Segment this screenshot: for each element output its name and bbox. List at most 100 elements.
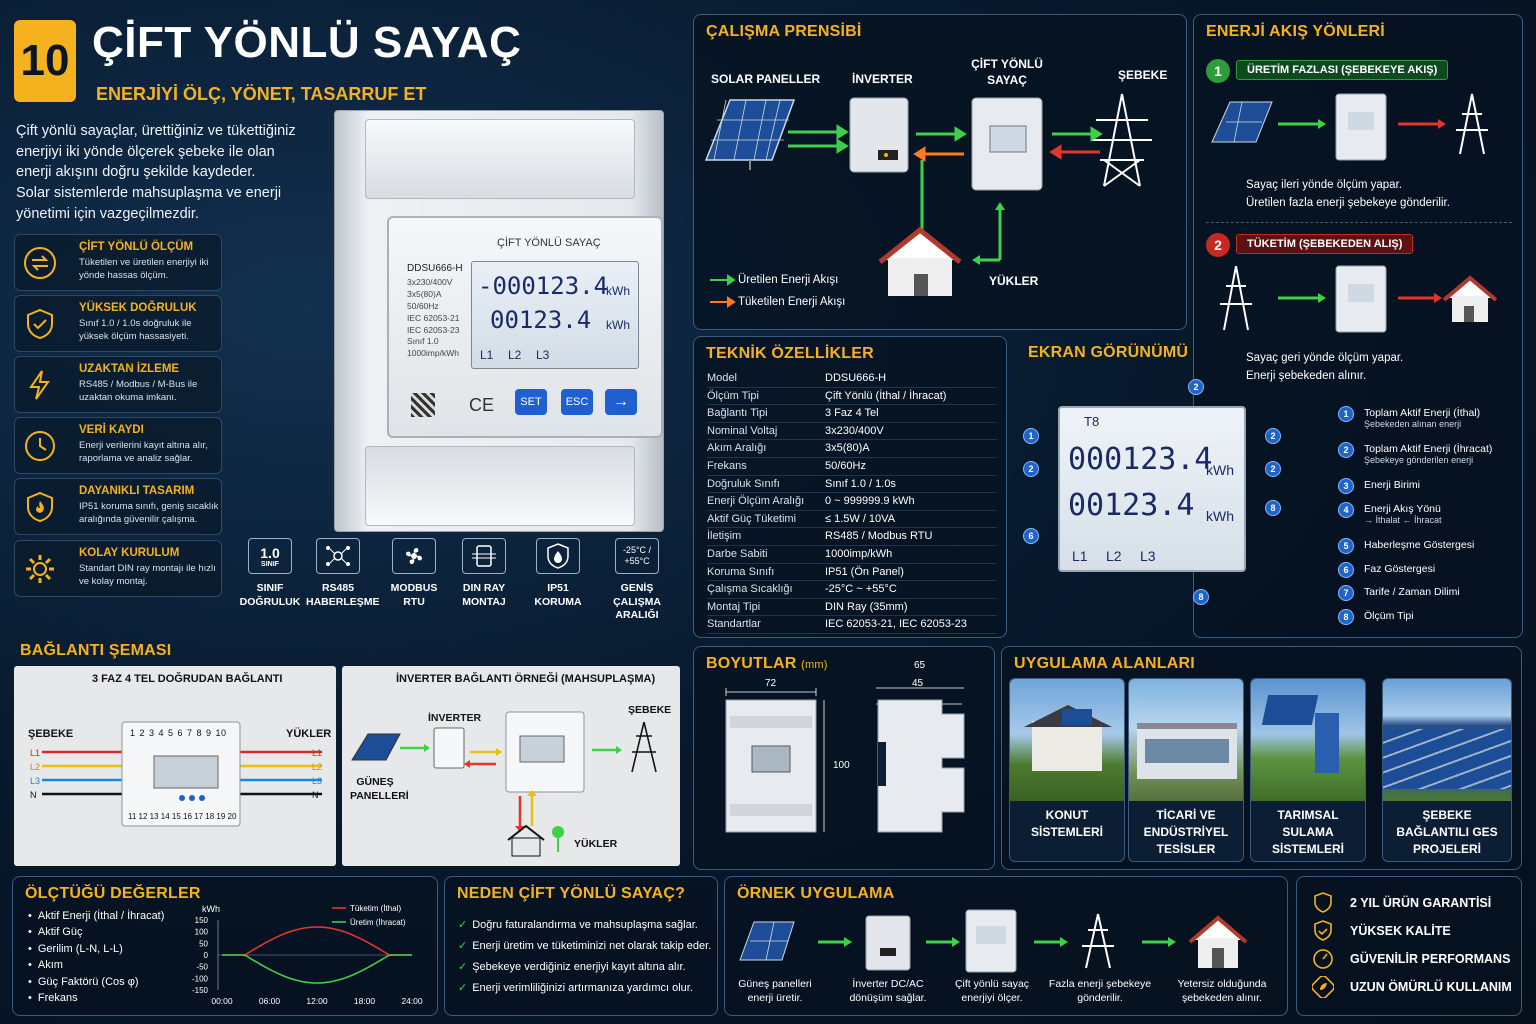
panel-display: EKRAN GÖRÜNÜMÜ [1012, 336, 1522, 638]
wiring-right-box: İNVERTER BAĞLANTI ÖRNEĞİ (MAHSUPLAŞMA) İ… [342, 666, 680, 866]
chip-label: GENİŞ ÇALIŞMA ARALIĞI [613, 582, 661, 622]
terminal-cover-bottom [365, 446, 635, 526]
legend-item: Enerji Akış Yönü→ İthalat ← İhracat [1364, 503, 1442, 525]
legend-text: Ölçüm Tipi [1364, 610, 1414, 622]
meter-lcd: -000123.4 kWh 00123.4 kWh L1 L2 L3 [471, 261, 639, 369]
spec-value: RS485 / Modbus RTU [825, 530, 933, 543]
residential-image [1010, 679, 1124, 801]
spec-value: ≤ 1.5W / 10VA [825, 512, 896, 525]
wiring-loads2-label: YÜKLER [574, 838, 618, 850]
terminal-cover-top [365, 119, 635, 199]
chip-label: MODBUS RTU [390, 582, 438, 608]
legend-item: Faz Göstergesi [1364, 563, 1435, 575]
spec-value: Sınıf 1.0 / 1.0s [825, 477, 896, 490]
lcd-line-2: 00123.4 [490, 306, 592, 334]
app-caption: TİCARİ VE ENDÜSTRİYEL TESİSLER [1143, 808, 1229, 856]
wiring-right-title: İNVERTER BAĞLANTI ÖRNEĞİ (MAHSUPLAŞMA) [396, 673, 656, 685]
intro-line: Çift yönlü sayaçlar, ürettiğiniz ve tüke… [16, 123, 296, 139]
app-caption: ŞEBEKE BAĞLANTILI GES PROJELERİ [1396, 808, 1498, 856]
production-arrows [788, 124, 1103, 154]
legend-text: Tarife / Zaman Dilimi [1364, 586, 1460, 598]
measured-title: ÖLÇTÜĞÜ DEĞERLER [25, 885, 201, 902]
flow2-desc-line: Enerji şebekeden alınır. [1246, 370, 1367, 383]
panel-wiring: BAĞLANTI ŞEMASI [10, 630, 688, 870]
bullet-dot: • [28, 992, 32, 1004]
line-label: L1 [312, 748, 323, 758]
lcd-marker: 2 [1265, 428, 1281, 444]
check-icon: ✓ [458, 961, 468, 973]
lcd-unit-1: kWh [606, 284, 630, 298]
feature-desc: IP51 koruma sınıfı, geniş sıcaklık aralı… [79, 501, 219, 525]
dim-height: 100 [833, 760, 850, 771]
label-grid: ŞEBEKE [1118, 68, 1168, 82]
meter-brand-label: ÇİFT YÖNLÜ SAYAÇ [497, 237, 601, 249]
spec-value: 1000imp/kWh [825, 548, 893, 560]
chart-legend-green: Üretim (İhracat) [350, 918, 406, 927]
legend-item: Enerji Birimi [1364, 479, 1420, 491]
chart-series-production [222, 954, 412, 984]
measured-item: • Aktif Enerji (İthal / İhracat) [28, 910, 164, 922]
feature-title: KOLAY KURULUM [79, 547, 180, 559]
bullet-dot: • [28, 910, 32, 922]
fan-icon [405, 547, 423, 565]
spec-value: IP51 (Ön Panel) [825, 565, 904, 578]
chart-legend-red: Tüketim (İthal) [350, 904, 401, 913]
legend-number: 6 [1338, 562, 1354, 578]
meter-spec: 50/60Hz [407, 300, 439, 311]
chart-ytick: 150 [195, 916, 209, 925]
spec-key: Akım Aralığı [707, 442, 767, 455]
measured-text: Aktif Enerji (İthal / İhracat) [37, 910, 165, 922]
app-card-residential: KONUT SİSTEMLERİ [1009, 678, 1125, 862]
app-caption: KONUT SİSTEMLERİ [1030, 808, 1103, 839]
chip-din: DIN RAY MONTAJ [452, 538, 516, 609]
intro-text: Çift yönlü sayaçlar, ürettiğiniz ve tüke… [16, 121, 296, 225]
why-text: Doğru faturalandırma ve mahsuplaşma sağl… [472, 919, 698, 931]
next-button[interactable]: → [605, 389, 637, 415]
shield-check-icon [27, 308, 53, 340]
display-unit-2: kWh [1206, 508, 1234, 524]
measured-text: Aktif Güç [37, 926, 83, 939]
spec-key: Ölçüm Tipi [707, 389, 759, 402]
example-step: İnverter DC/AC dönüşüm sağlar. [849, 978, 927, 1005]
bidirectional-arrows-icon [24, 247, 56, 279]
dims-title-text: BOYUTLAR [706, 655, 797, 672]
feature-card-logging: VERİ KAYDI Enerji verilerini kayıt altın… [14, 417, 222, 474]
line-label: L2 [30, 762, 41, 772]
spec-value: Çift Yönlü (İthal / İhracat) [825, 389, 947, 402]
feature-title: UZAKTAN İZLEME [79, 363, 180, 375]
why-item: ✓Şebekeye verdiğiniz enerjiyi kayıt altı… [458, 960, 686, 973]
dims-title: BOYUTLAR (mm) [706, 655, 828, 673]
legend-number: 2 [1338, 442, 1354, 458]
spec-key: Enerji Ölçüm Aralığı [707, 495, 805, 508]
set-button[interactable]: SET [515, 389, 547, 415]
legend-subtext: Şebekeye gönderilen enerji [1364, 455, 1474, 465]
meter-spec: 1000imp/kWh [407, 348, 459, 359]
display-lcd: T8 000123.4 kWh 00123.4 kWh L1 L2 L3 [1058, 406, 1246, 572]
example-title: ÖRNEK UYGULAMA [737, 885, 895, 902]
wiring-left-diagram [42, 721, 322, 827]
spec-row: Çalışma Sıcaklığı-25°C ~ +55°C [707, 581, 997, 599]
legend-text: Faz Göstergesi [1364, 563, 1436, 575]
number-badge: 10 [14, 20, 76, 102]
chip-label: RS485 HABERLEŞME [306, 582, 380, 608]
lcd-phase-l1: L1 [480, 348, 494, 362]
bullet-dot: • [28, 975, 32, 988]
dim-depth-1: 65 [914, 660, 926, 671]
legend-item: Toplam Aktif Enerji (İthal)Şebekeden alı… [1364, 407, 1480, 429]
lcd-marker: 1 [1023, 428, 1039, 444]
fan-icon-box [392, 538, 436, 574]
lcd-marker: 8 [1193, 589, 1209, 605]
network-icon [326, 546, 350, 566]
wiring-left-terminals-bottom: 11 12 13 14 15 16 17 18 19 20 [128, 812, 237, 821]
spec-key: Aktif Güç Tüketimi [707, 512, 797, 525]
esc-button[interactable]: ESC [561, 389, 593, 415]
water-shield-icon [547, 543, 569, 569]
